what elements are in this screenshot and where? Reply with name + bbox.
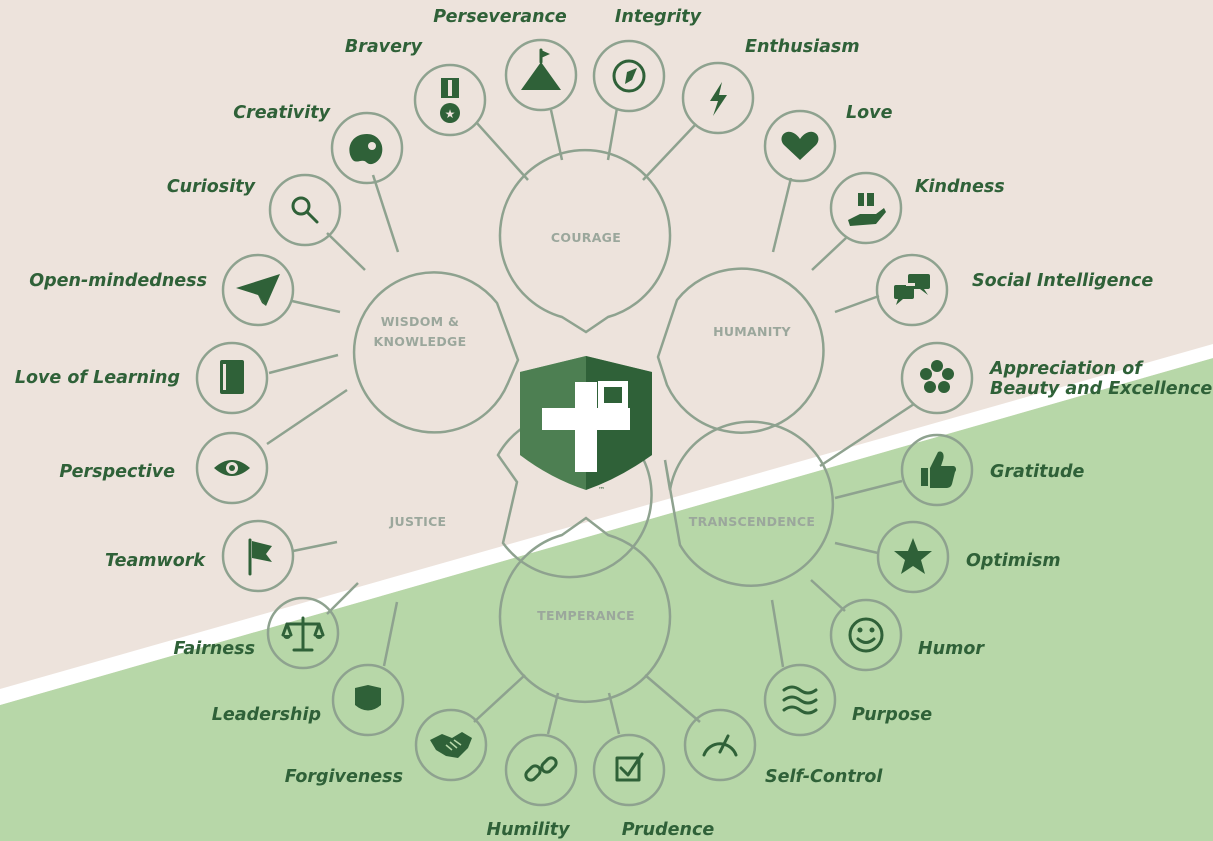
strength-label-optimism: Optimism xyxy=(966,551,1061,571)
gift-hand-icon xyxy=(848,193,886,226)
heart-icon xyxy=(781,131,819,160)
trademark-mark: ™ xyxy=(598,486,605,494)
shield-icon xyxy=(355,685,381,711)
background-bottom xyxy=(0,358,1213,841)
strength-label-curiosity: Curiosity xyxy=(167,177,257,197)
strength-love-of-learning: Love of Learning xyxy=(15,341,269,415)
star-icon xyxy=(894,538,932,574)
plus-shield-logo: ™ xyxy=(520,356,652,494)
virtue-label-justice: JUSTICE xyxy=(389,514,447,529)
magnifier-icon xyxy=(291,196,319,224)
strength-label-open-mindedness: Open-mindedness xyxy=(29,271,207,291)
handshake-icon xyxy=(430,732,472,758)
strength-label-enthusiasm: Enthusiasm xyxy=(745,37,860,57)
scales-icon xyxy=(281,616,325,652)
connectors xyxy=(266,107,915,735)
waves-icon xyxy=(782,685,818,715)
svg-text:★: ★ xyxy=(445,107,456,121)
virtue-humanity: HUMANITY xyxy=(656,267,825,434)
strength-fairness: Fairness xyxy=(173,596,340,670)
strength-label-leadership: Leadership xyxy=(212,705,321,725)
strength-label-perspective: Perspective xyxy=(59,462,175,482)
strength-curiosity: Curiosity xyxy=(167,173,342,247)
strength-integrity: Integrity xyxy=(592,7,703,113)
strength-love: Love xyxy=(763,103,893,183)
paper-plane-icon xyxy=(236,274,280,306)
gauge-icon xyxy=(702,734,738,757)
strength-label-self-control: Self-Control xyxy=(765,767,883,787)
strength-enthusiasm: Enthusiasm xyxy=(681,37,860,135)
flower-icon xyxy=(920,360,954,393)
palette-icon xyxy=(349,134,383,165)
virtue-label-temperance: TEMPERANCE xyxy=(537,608,635,623)
strength-perspective: Perspective xyxy=(59,431,269,505)
strength-label-love: Love xyxy=(846,103,893,123)
virtue-temperance: TEMPERANCE xyxy=(498,516,672,704)
strength-label-humility: Humility xyxy=(486,820,571,840)
mountain-icon xyxy=(521,48,561,90)
thumbs-up-icon xyxy=(921,451,957,488)
virtue-courage: COURAGE xyxy=(498,148,672,334)
strength-optimism: Optimism xyxy=(876,520,1061,594)
strength-self-control: Self-Control xyxy=(683,708,883,787)
lightning-icon xyxy=(710,82,727,116)
strength-label-kindness: Kindness xyxy=(915,177,1005,197)
virtue-label-courage: COURAGE xyxy=(551,230,621,245)
strength-open-mindedness: Open-mindedness xyxy=(29,253,295,327)
strength-label-teamwork: Teamwork xyxy=(105,551,206,571)
strength-label-fairness: Fairness xyxy=(173,639,255,659)
virtue-transcendence: TRANSCENDENCE xyxy=(663,420,835,587)
virtue-label-transcendence: TRANSCENDENCE xyxy=(689,514,815,529)
eye-icon xyxy=(214,460,250,476)
strength-label-purpose: Purpose xyxy=(852,705,932,725)
strength-humor: Humor xyxy=(829,598,985,672)
virtue-label-wisdom-line2: KNOWLEDGE xyxy=(374,334,467,349)
strength-label-bravery: Bravery xyxy=(345,37,424,57)
virtue-label-wisdom-line1: WISDOM & xyxy=(381,314,460,329)
strength-bravery: ★ Bravery xyxy=(345,37,487,137)
strength-label-love-of-learning: Love of Learning xyxy=(15,368,180,388)
checkbox-icon xyxy=(615,752,644,782)
strength-purpose: Purpose xyxy=(763,663,932,737)
strength-label-appreciation-line2: Beauty and Excellence xyxy=(990,379,1212,399)
strength-label-forgiveness: Forgiveness xyxy=(285,767,403,787)
strength-perseverance: Perseverance xyxy=(433,7,578,112)
strength-kindness: Kindness xyxy=(829,171,1005,245)
strength-appreciation: Appreciation of Beauty and Excellence xyxy=(900,341,1212,415)
compass-icon xyxy=(612,59,646,93)
flag-icon xyxy=(248,538,272,576)
speech-bubbles-icon xyxy=(894,274,930,305)
strength-gratitude: Gratitude xyxy=(900,433,1085,507)
strength-label-prudence: Prudence xyxy=(622,820,715,840)
background-divider xyxy=(0,344,1213,705)
medal-icon: ★ xyxy=(440,78,460,123)
virtue-wisdom: WISDOM & KNOWLEDGE xyxy=(352,271,520,434)
strength-label-humor: Humor xyxy=(918,639,985,659)
strength-teamwork: Teamwork xyxy=(105,519,295,593)
strength-label-creativity: Creativity xyxy=(233,103,331,123)
strength-creativity: Creativity xyxy=(233,103,404,185)
strength-label-integrity: Integrity xyxy=(615,7,703,27)
strength-forgiveness: Forgiveness xyxy=(285,708,488,787)
strength-label-perseverance: Perseverance xyxy=(433,7,567,27)
smiley-icon xyxy=(848,617,884,653)
strength-label-gratitude: Gratitude xyxy=(990,462,1085,482)
strength-label-social-intelligence: Social Intelligence xyxy=(972,271,1153,291)
virtue-label-humanity: HUMANITY xyxy=(713,324,791,339)
strength-social-intelligence: Social Intelligence xyxy=(875,253,1153,327)
link-icon xyxy=(524,756,558,782)
strength-label-appreciation-line1: Appreciation of xyxy=(988,359,1144,379)
book-icon xyxy=(220,360,244,394)
strength-prudence: Prudence xyxy=(592,733,715,840)
strength-humility: Humility xyxy=(486,733,578,840)
strength-leadership: Leadership xyxy=(212,663,405,737)
